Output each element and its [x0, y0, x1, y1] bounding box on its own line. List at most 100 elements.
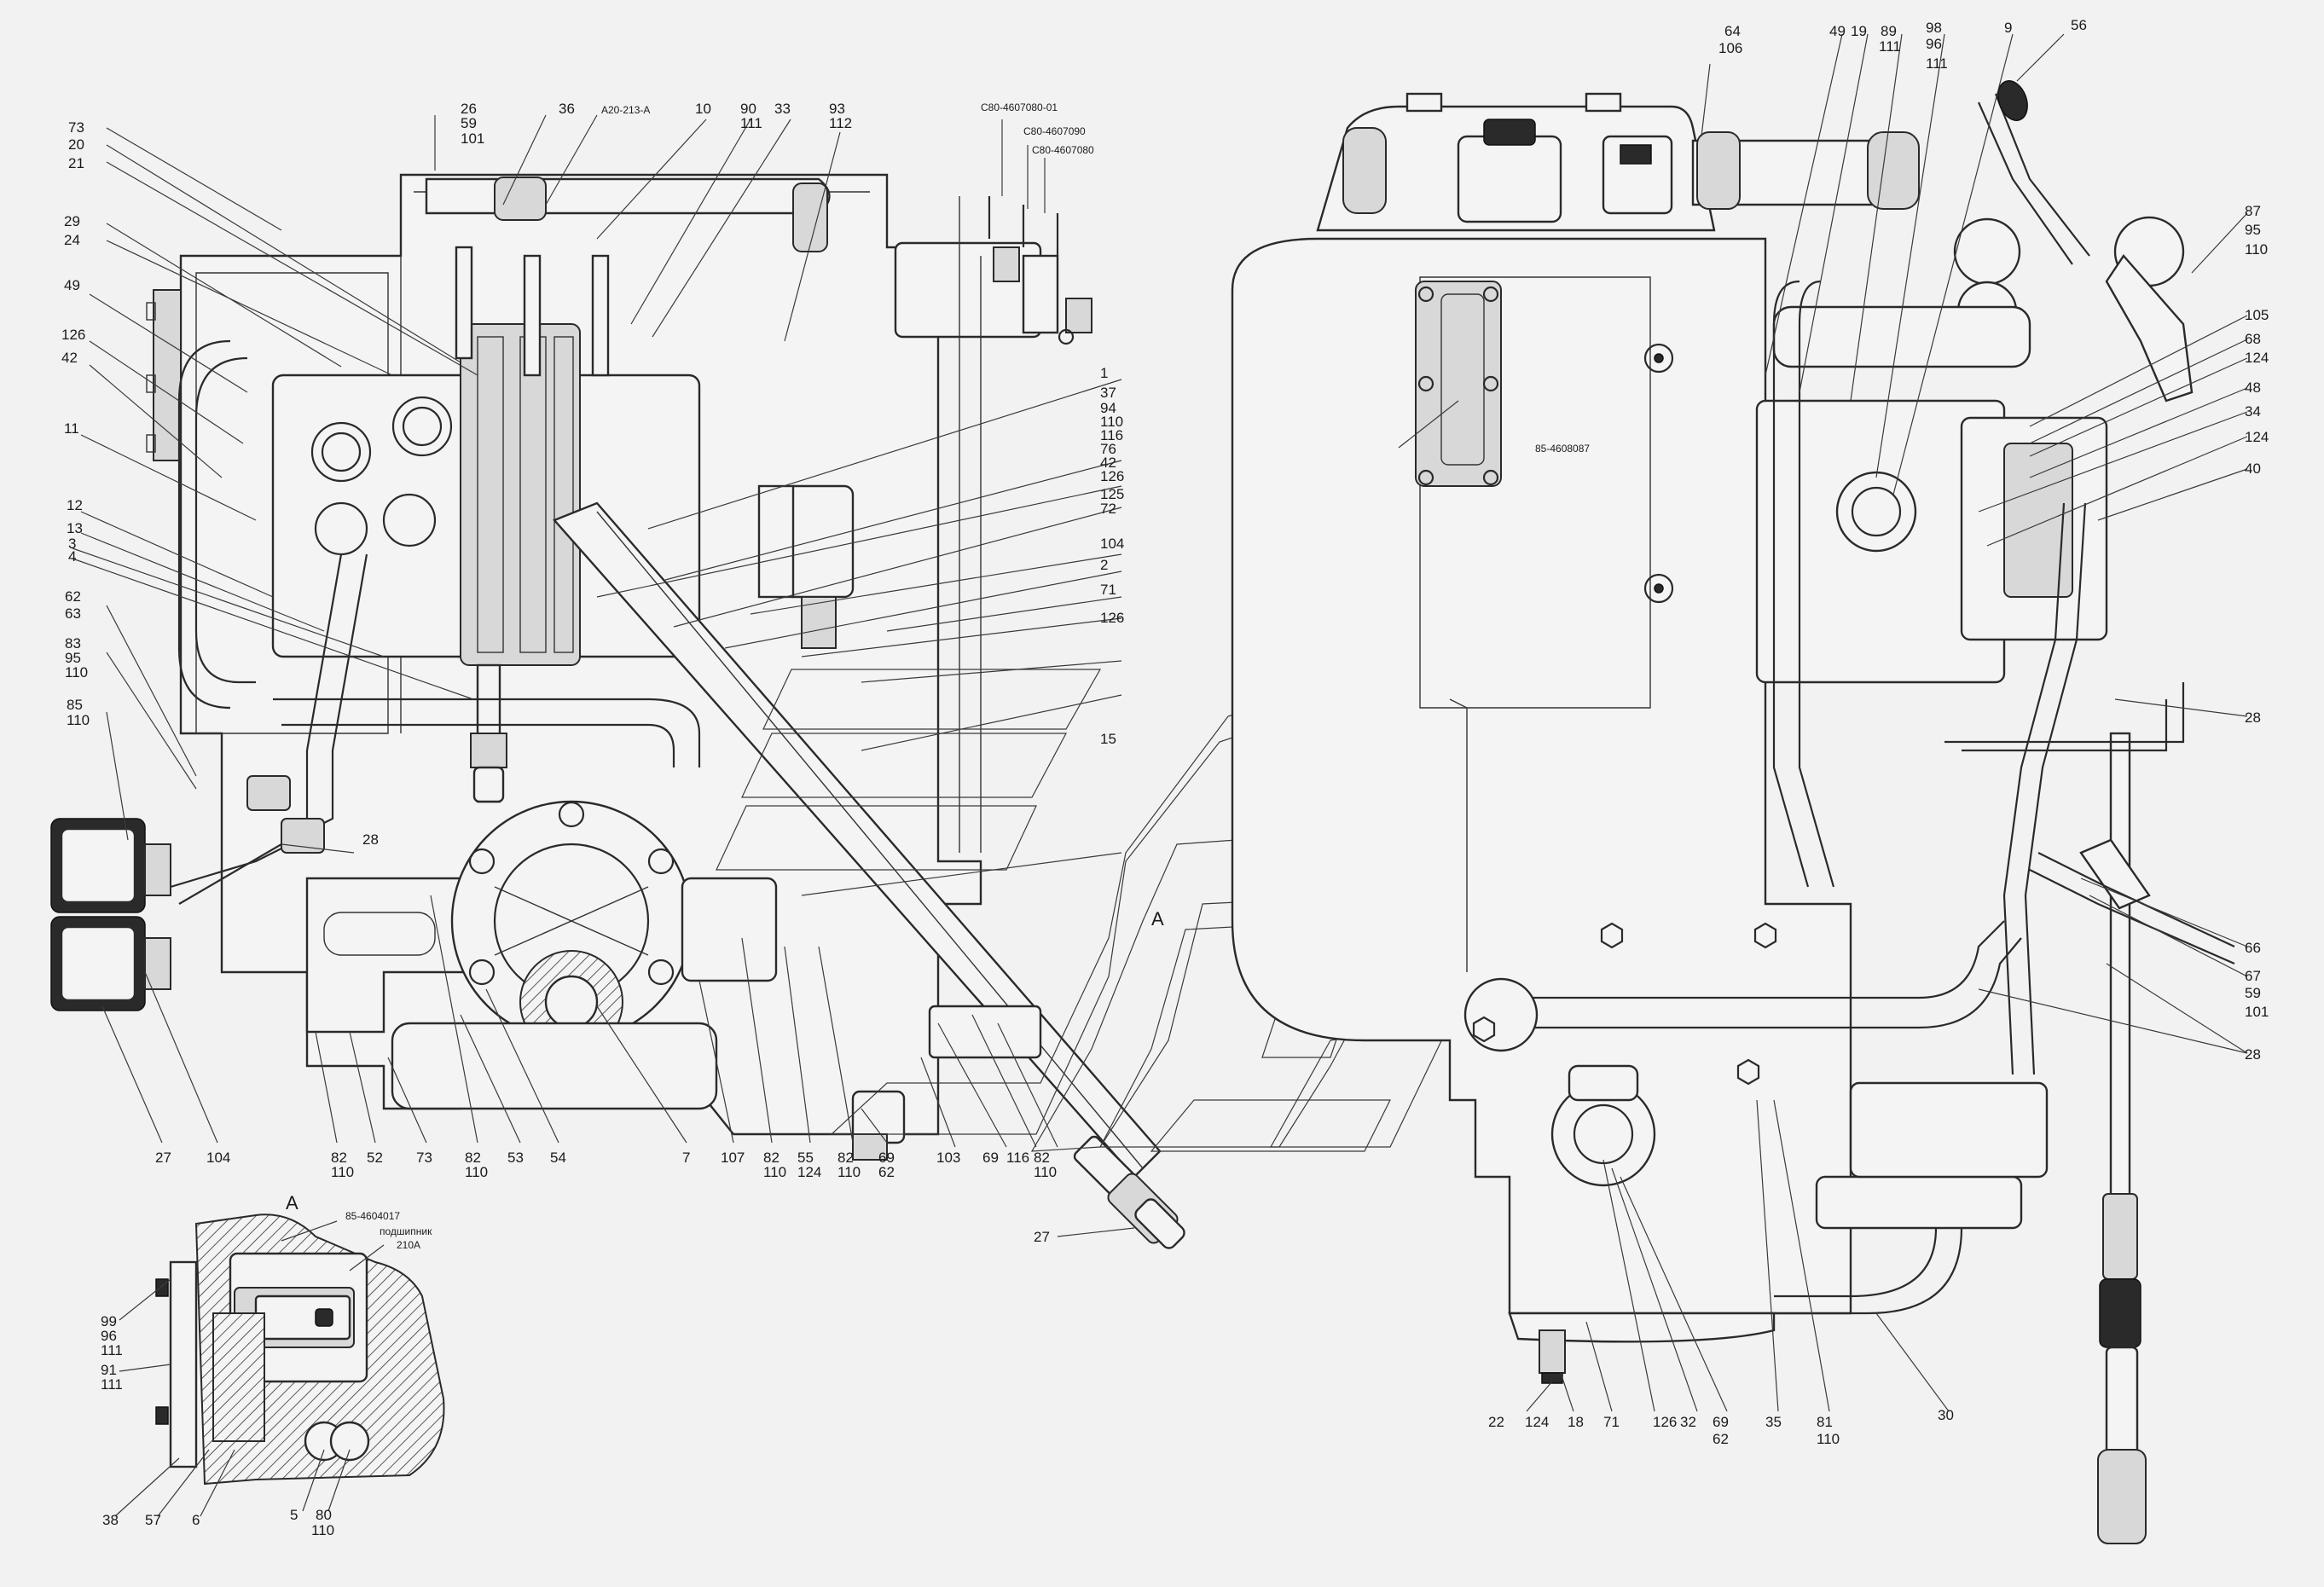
callout: 62: [1713, 1431, 1729, 1447]
callout: 93: [829, 101, 845, 117]
callout: 98: [1926, 20, 1942, 36]
callout: 12: [67, 497, 83, 513]
right-view: [1231, 80, 2235, 1544]
callout: 28: [362, 831, 379, 848]
callout: 124: [797, 1164, 821, 1180]
callout: 38: [102, 1512, 119, 1528]
callout: 101: [461, 130, 484, 147]
callout: 13: [67, 520, 83, 536]
callout: 59: [461, 115, 477, 131]
callout: 112: [829, 115, 852, 131]
callout: 91: [101, 1362, 117, 1378]
callout: 111: [101, 1342, 123, 1358]
callout: 110: [67, 712, 90, 728]
callout: 82: [763, 1150, 779, 1166]
callout: 19: [1851, 23, 1867, 39]
callout: 101: [2245, 1004, 2269, 1020]
left-side-plate: [153, 289, 182, 461]
callout: 4: [68, 548, 76, 565]
callout: 27: [155, 1150, 171, 1166]
callout: A20-213-A: [601, 104, 650, 116]
callout: 33: [774, 101, 791, 117]
callout: 111: [101, 1376, 123, 1393]
callout: 57: [145, 1512, 161, 1528]
right-housing: [1231, 237, 1852, 1315]
callout: 21: [68, 155, 84, 171]
callout: 110: [1100, 414, 1123, 430]
callout: 90: [740, 101, 756, 117]
callout: 22: [1488, 1414, 1504, 1430]
callout: 32: [1680, 1414, 1696, 1430]
callout: 62: [65, 588, 81, 605]
callout: 76: [1100, 441, 1116, 457]
callout: 26: [461, 101, 477, 117]
callout: 5: [290, 1507, 298, 1523]
callout: 110: [763, 1164, 786, 1180]
callout: 52: [367, 1150, 383, 1166]
callout: 49: [1829, 23, 1846, 39]
callout: 71: [1603, 1414, 1620, 1430]
callout: 110: [65, 664, 88, 681]
callout: 110: [1034, 1164, 1057, 1180]
callout: 40: [2245, 460, 2261, 477]
callout: 104: [1100, 536, 1124, 552]
callout: 7: [682, 1150, 690, 1166]
callout: 80: [316, 1507, 332, 1523]
callout: 37: [1100, 385, 1116, 401]
top-pipe: [425, 177, 831, 215]
callout: 87: [2245, 203, 2261, 219]
callout: 126: [1100, 610, 1124, 626]
callout: 15: [1100, 731, 1116, 747]
callout: 103: [936, 1150, 960, 1166]
section-note: 210А: [397, 1239, 420, 1251]
callout: 18: [1568, 1414, 1584, 1430]
callout: C80-4607090: [1023, 125, 1086, 137]
callout: 30: [1938, 1407, 1954, 1423]
callout: 29: [64, 213, 80, 229]
callout: 110: [331, 1164, 354, 1180]
callout: 73: [416, 1150, 432, 1166]
section-view-a: [155, 1213, 445, 1486]
section-note: подшипник: [380, 1225, 432, 1237]
callout: 124: [2245, 429, 2269, 445]
callout: 71: [1100, 582, 1116, 598]
callout: 9: [2004, 20, 2012, 36]
callout: 82: [331, 1150, 347, 1166]
callout: 49: [64, 277, 80, 293]
callout: 82: [837, 1150, 854, 1166]
callout: 3: [68, 536, 76, 552]
callout: 105: [2245, 307, 2269, 323]
callout: 111: [1879, 38, 1901, 55]
callout: 126: [61, 327, 85, 343]
callout: 28: [2245, 1046, 2261, 1063]
check-valve: [783, 484, 855, 599]
callout: 42: [61, 350, 78, 366]
callout: 55: [797, 1150, 814, 1166]
callout: 110: [465, 1164, 488, 1180]
callout: C80-4607080: [1032, 144, 1094, 156]
plate-label: 85-4608087: [1535, 443, 1590, 455]
hose-fitting-icon: [1073, 1135, 1185, 1249]
callout: 116: [1006, 1150, 1029, 1166]
bolt-icon: [1472, 922, 1777, 1086]
quick-couplers: [50, 818, 171, 1011]
pump-icon: [305, 800, 778, 1110]
callout: 110: [2245, 241, 2268, 258]
callout: 99: [101, 1313, 117, 1329]
callout: 95: [2245, 222, 2261, 238]
callout: 54: [550, 1150, 566, 1166]
callout: C80-4607080-01: [981, 101, 1058, 113]
callout: 27: [1034, 1229, 1050, 1245]
callout: 34: [2245, 403, 2261, 420]
callout: 94: [1100, 400, 1116, 416]
callout: 95: [65, 650, 81, 666]
right-view-labels: 85-4608087 64 106 49 19 89 111 98 96 111…: [1488, 17, 2269, 1447]
callout: 69: [1713, 1414, 1729, 1430]
callout: 69: [982, 1150, 999, 1166]
callout: 24: [64, 232, 80, 248]
callout: 126: [1653, 1414, 1677, 1430]
section-title: A: [286, 1192, 298, 1213]
callout: 35: [1765, 1414, 1782, 1430]
callout: 53: [507, 1150, 524, 1166]
